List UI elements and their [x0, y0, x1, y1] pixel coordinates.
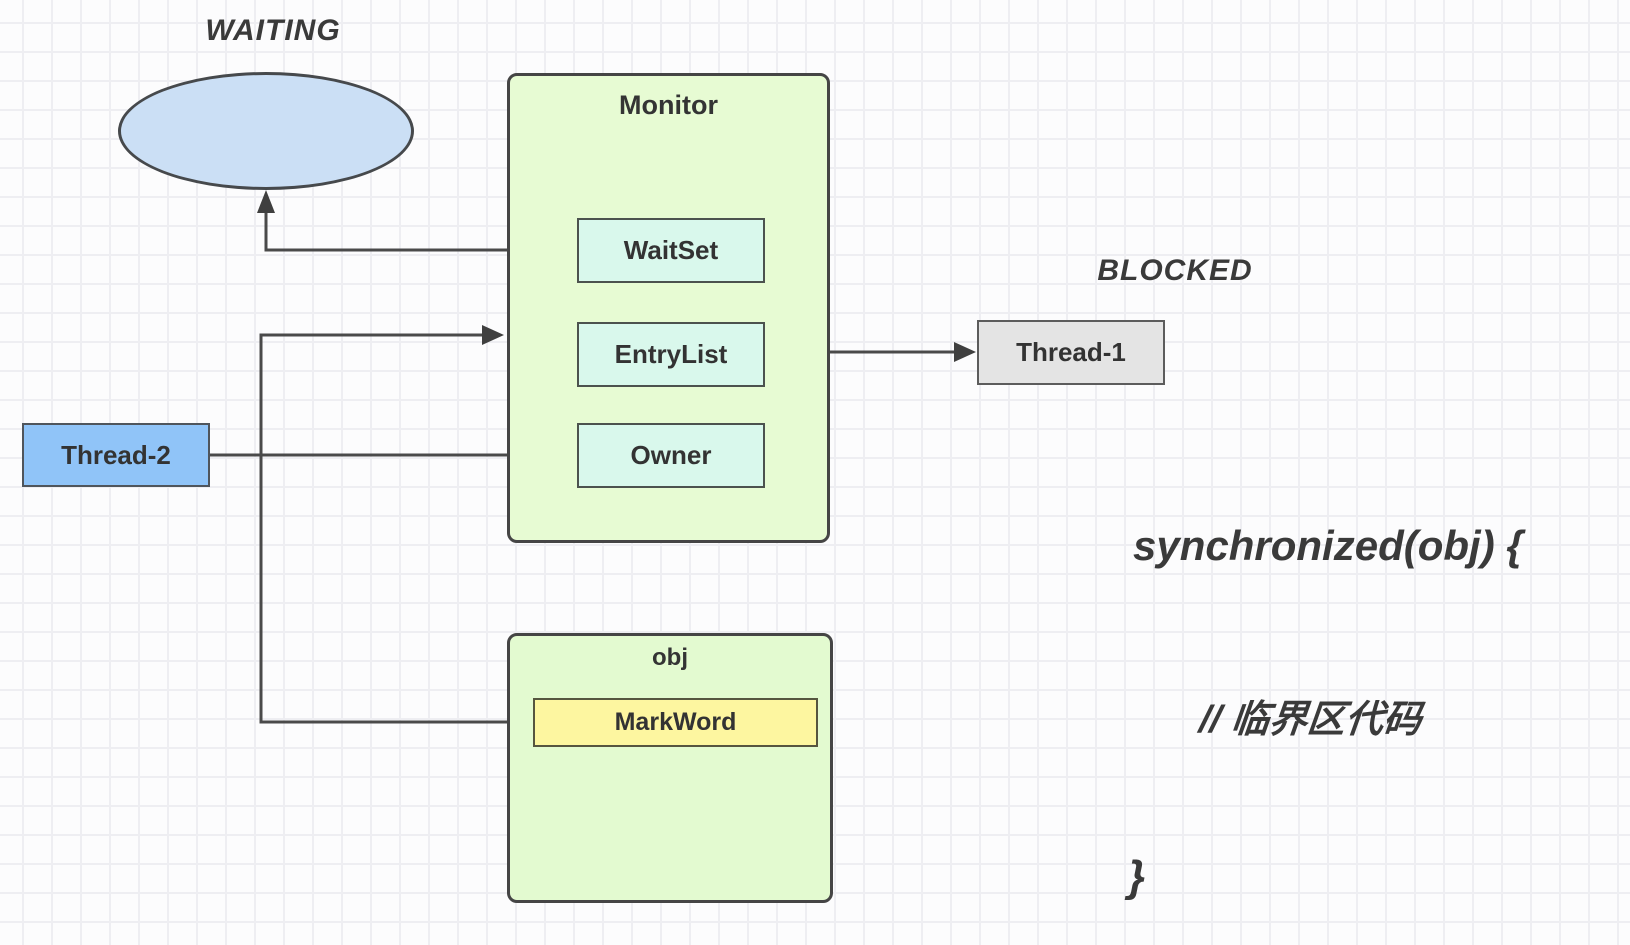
waiting-state-label: WAITING — [205, 14, 341, 47]
thread1-box: Thread-1 — [977, 320, 1165, 385]
obj-title: obj — [652, 644, 688, 671]
blocked-state-label: BLOCKED — [1097, 254, 1253, 287]
markword-to-monitor-arrowhead — [482, 325, 504, 345]
monitor-box: Monitor WaitSet EntryList Owner — [507, 73, 830, 543]
entrylist-box: EntryList — [577, 322, 765, 387]
code-closing-brace: } — [1128, 852, 1146, 901]
monitor-title: Monitor — [619, 90, 718, 120]
code-synchronized-line: synchronized(obj) { — [1133, 522, 1523, 569]
waitset-to-waiting-line — [264, 196, 577, 252]
owner-box: Owner — [577, 423, 765, 488]
code-critical-section-comment: // 临界区代码 — [1197, 699, 1424, 741]
entrylist-to-thread1-arrowhead — [954, 342, 976, 362]
waiting-ellipse — [118, 72, 414, 190]
markword-to-monitor-line — [259, 333, 533, 724]
thread2-box: Thread-2 — [22, 423, 210, 487]
markword-box: MarkWord — [533, 698, 818, 747]
obj-box: obj MarkWord — [507, 633, 833, 903]
waitset-to-waiting-arrowhead — [257, 190, 275, 213]
waitset-box: WaitSet — [577, 218, 765, 283]
